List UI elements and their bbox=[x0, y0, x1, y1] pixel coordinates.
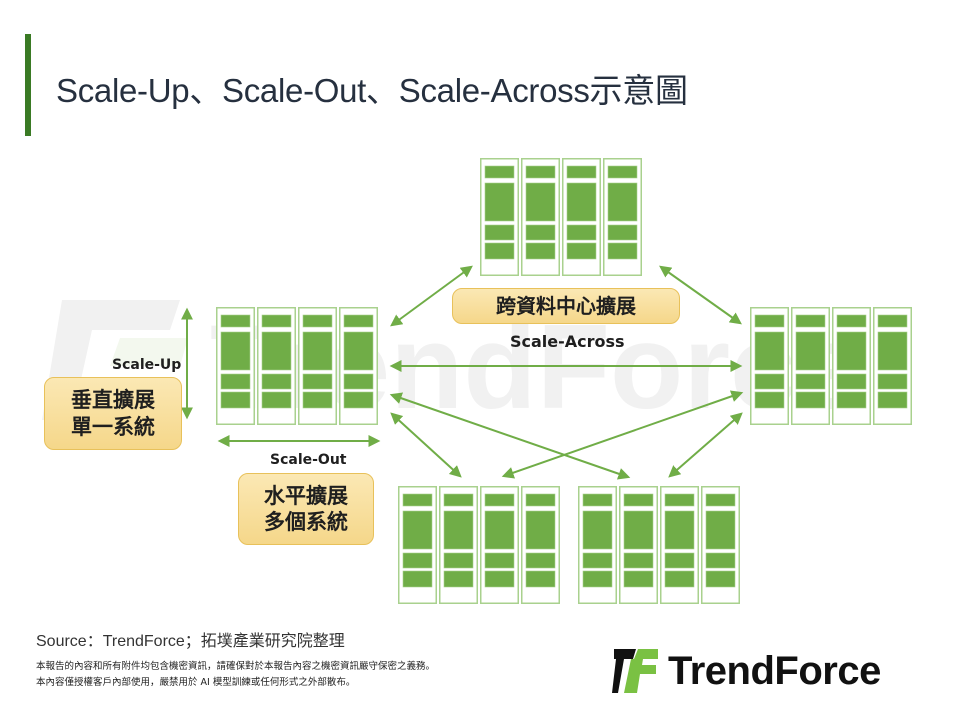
across-arrow-top-right bbox=[659, 265, 742, 325]
rack-group-left bbox=[216, 307, 378, 425]
disclaimer-line-1: 本報告的內容和所有附件均包含機密資訊，請確保對於本報告內容之機密資訊嚴守保密之義… bbox=[36, 661, 436, 672]
cross-dc-box-text: 跨資料中心擴展 bbox=[496, 293, 636, 318]
page-title: Scale-Up、Scale-Out、Scale-Across示意圖 bbox=[56, 72, 688, 109]
rack-group-top bbox=[480, 158, 642, 276]
scale-out-label: Scale-Out bbox=[270, 452, 347, 468]
across-arrow-left-top bbox=[390, 265, 473, 327]
title-accent-bar bbox=[25, 34, 31, 136]
across-arrow-right-bottomright bbox=[668, 412, 743, 478]
horizontal-box-line2: 多個系統 bbox=[264, 510, 348, 534]
vertical-scaling-box: 垂直擴展 單一系統 bbox=[44, 377, 182, 450]
rack-group-right bbox=[750, 307, 912, 425]
disclaimer-line-2: 本內容僅授權客戶內部使用，嚴禁用於 AI 模型訓練或任何形式之外部散布。 bbox=[36, 677, 356, 688]
horizontal-box-line1: 水平擴展 bbox=[264, 483, 348, 508]
trendforce-logo-icon bbox=[612, 649, 658, 693]
source-note: Source：TrendForce；拓墣產業研究院整理 bbox=[36, 633, 345, 650]
horizontal-scaling-box: 水平擴展 多個系統 bbox=[238, 473, 374, 545]
trendforce-logo: TrendForce bbox=[612, 648, 881, 694]
across-arrow-left-bottomright bbox=[389, 392, 631, 480]
rack-group-bottom-right bbox=[578, 486, 740, 604]
cross-datacenter-box: 跨資料中心擴展 bbox=[452, 288, 680, 324]
vertical-box-line1: 垂直擴展 bbox=[71, 388, 155, 413]
rack-group-bottom-left bbox=[398, 486, 560, 604]
scale-across-label: Scale-Across bbox=[510, 332, 625, 351]
across-arrow-left-bottomleft bbox=[390, 412, 462, 478]
scale-up-label: Scale-Up bbox=[112, 357, 182, 373]
across-arrow-right-bottomleft bbox=[501, 390, 744, 479]
logo-text: TrendForce bbox=[668, 648, 881, 693]
vertical-box-line2: 單一系統 bbox=[71, 414, 155, 439]
